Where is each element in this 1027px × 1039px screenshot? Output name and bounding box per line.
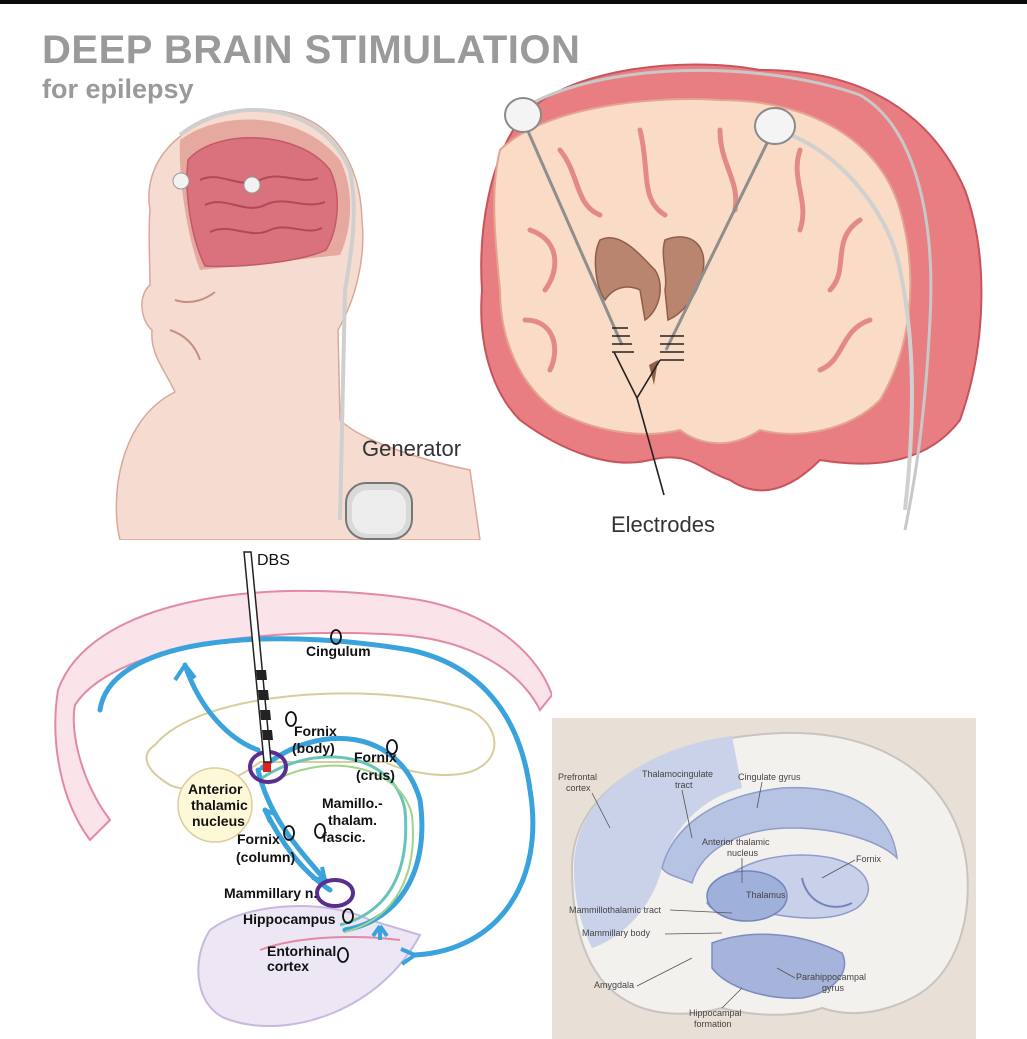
fornix-column-sub: (column) bbox=[236, 849, 295, 865]
temporal-region bbox=[197, 905, 422, 1028]
mammillary-label: Mammillary n. bbox=[224, 885, 317, 901]
mammillothalamic-label: Mammillothalamic tract bbox=[569, 905, 662, 915]
anterior-thalamic-label-1: Anterior thalamic bbox=[702, 837, 770, 847]
prefrontal-label-1: Prefrontal bbox=[558, 772, 597, 782]
anterior-thalamic-label-2: nucleus bbox=[727, 848, 759, 858]
cingulate-gyrus-label: Cingulate gyrus bbox=[738, 772, 801, 782]
medial-brain-view: Prefrontal cortex Thalamocingulate tract… bbox=[552, 718, 976, 1039]
anterior-thalamic-nucleus-region bbox=[177, 767, 253, 843]
thalamocingulate-label-1: Thalamocingulate bbox=[642, 769, 713, 779]
stimulation-site bbox=[263, 762, 271, 772]
cingulate-band bbox=[54, 589, 552, 842]
fornix-column-label: Fornix bbox=[237, 831, 280, 847]
fornix-crus-sub: (crus) bbox=[356, 767, 395, 783]
thalamocingulate-label-2: tract bbox=[675, 780, 693, 790]
structure-markers bbox=[283, 629, 398, 963]
electrodes-label: Electrodes bbox=[611, 512, 715, 537]
corpus-callosum-outline bbox=[145, 692, 496, 790]
mamillo-label-3: fascic. bbox=[322, 829, 366, 845]
fornix-body-sub: (body) bbox=[292, 740, 335, 756]
generator-label: Generator bbox=[362, 436, 461, 461]
hippocampus-label: Hippocampus bbox=[243, 911, 336, 927]
anterior-thalamic-label-2: thalamic bbox=[191, 797, 248, 813]
mamillo-label-2: thalam. bbox=[328, 812, 377, 828]
dbs-label: DBS bbox=[257, 552, 290, 569]
fornix-label: Fornix bbox=[856, 854, 882, 864]
mammillary-nucleus-ring bbox=[315, 878, 355, 908]
entorhinal-label-2: cortex bbox=[267, 958, 309, 974]
top-border bbox=[0, 0, 1027, 4]
dbs-implant-illustration: Generator Electrodes bbox=[115, 63, 983, 540]
amygdala-label: Amygdala bbox=[594, 980, 634, 990]
anterior-thalamic-label-3: nucleus bbox=[192, 813, 245, 829]
anterior-thalamic-label-1: Anterior bbox=[188, 781, 243, 797]
electrode-cap-left bbox=[504, 97, 542, 133]
dbs-circuit-diagram: DBS Cingulum Fornix (body) Fornix (crus)… bbox=[54, 551, 552, 1028]
fornix-tract bbox=[261, 755, 408, 927]
page-subtitle: for epilepsy bbox=[42, 74, 194, 104]
coronal-brain-illustration bbox=[480, 63, 983, 531]
fornix-body-label: Fornix bbox=[294, 723, 337, 739]
medial-view-labels: Prefrontal cortex Thalamocingulate tract… bbox=[558, 769, 882, 1029]
mammillary-body-label: Mammillary body bbox=[582, 928, 651, 938]
parahippocampal-label-2: gyrus bbox=[822, 983, 845, 993]
mamillo-label-1: Mamillo.- bbox=[322, 795, 383, 811]
prefrontal-label-2: cortex bbox=[566, 783, 591, 793]
cingulum-label: Cingulum bbox=[306, 643, 371, 659]
entorhinal-label-1: Entorhinal bbox=[267, 943, 336, 959]
fornix-crus-label: Fornix bbox=[354, 749, 397, 765]
thalamus-label: Thalamus bbox=[746, 890, 786, 900]
medial-leader-lines bbox=[591, 781, 856, 1009]
dbs-lead bbox=[243, 551, 273, 763]
page-title: DEEP BRAIN STIMULATION bbox=[42, 28, 581, 72]
hippocampal-label-2: formation bbox=[694, 1019, 732, 1029]
parahippocampal-label-1: Parahippocampal bbox=[796, 972, 866, 982]
electrode-cap-right bbox=[754, 107, 796, 145]
patient-illustration bbox=[115, 108, 481, 540]
hippocampal-label-1: Hippocampal bbox=[689, 1008, 742, 1018]
